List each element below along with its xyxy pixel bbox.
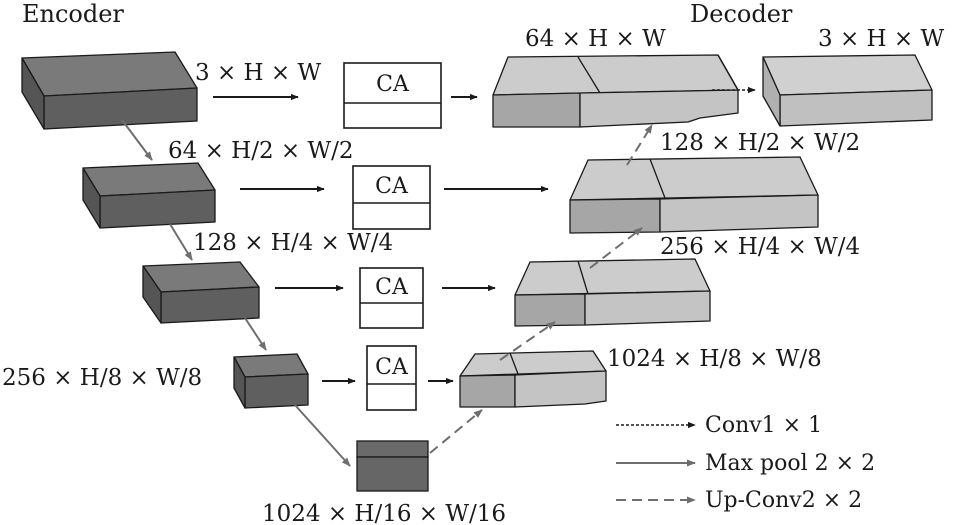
upconv-arrow-1 [429,409,483,454]
dim-label-enc3: 128 × H/4 × W/4 [193,230,393,256]
decoder-block-1 [492,54,739,128]
ca-box-4: CA [366,345,417,411]
legend-conv1x1-label: Conv1 × 1 [705,413,822,438]
encoder-title: Encoder [22,0,124,28]
maxpool-arrows [121,119,351,467]
legend-maxpool-label: Max pool 2 × 2 [705,451,875,476]
legend: Conv1 × 1 Max pool 2 × 2 Up-Conv2 × 2 [616,413,875,513]
dim-label-dec2: 128 × H/2 × W/2 [660,130,860,156]
ca-box-2-label: CA [375,174,409,199]
upconv-arrow-2 [499,321,556,361]
dim-label-out: 3 × H × W [818,26,944,52]
ca-box-2: CA [352,165,431,230]
output-block [762,54,933,127]
ca-box-1: CA [343,62,442,129]
dim-label-dec3: 256 × H/4 × W/4 [660,234,860,260]
dim-label-bottleneck: 1024 × H/16 × W/16 [262,501,506,525]
upconv-arrows [429,124,653,454]
decoder-block-2 [569,156,819,234]
maxpool-arrow-4 [294,404,351,467]
encoder-block-4 [233,353,309,409]
skip-arrows [213,86,756,385]
decoder-block-4 [459,350,607,408]
encoder-block-3 [142,261,260,324]
bottleneck-block [356,440,429,492]
dim-label-enc1: 3 × H × W [195,60,321,86]
decoder-block-3 [514,258,711,327]
dim-label-enc4: 256 × H/8 × W/8 [2,365,202,391]
upconv-arrow-3 [589,227,643,269]
legend-upconv-label: Up-Conv2 × 2 [705,488,862,513]
dim-label-enc2: 64 × H/2 × W/2 [168,138,354,164]
encoder-block-1 [21,51,198,130]
dim-label-dec4: 1024 × H/8 × W/8 [607,346,822,372]
decoder-title: Decoder [690,0,793,28]
ca-box-3-label: CA [375,275,409,300]
ca-box-4-label: CA [375,355,409,380]
maxpool-arrow-3 [244,317,267,351]
upconv-arrow-4 [626,124,653,166]
encoder-block-2 [82,162,216,229]
maxpool-arrow-2 [169,223,193,261]
ca-box-1-label: CA [376,72,410,97]
dim-label-dec1: 64 × H × W [525,26,666,52]
ca-box-3: CA [359,267,424,329]
maxpool-arrow-1 [121,119,153,161]
